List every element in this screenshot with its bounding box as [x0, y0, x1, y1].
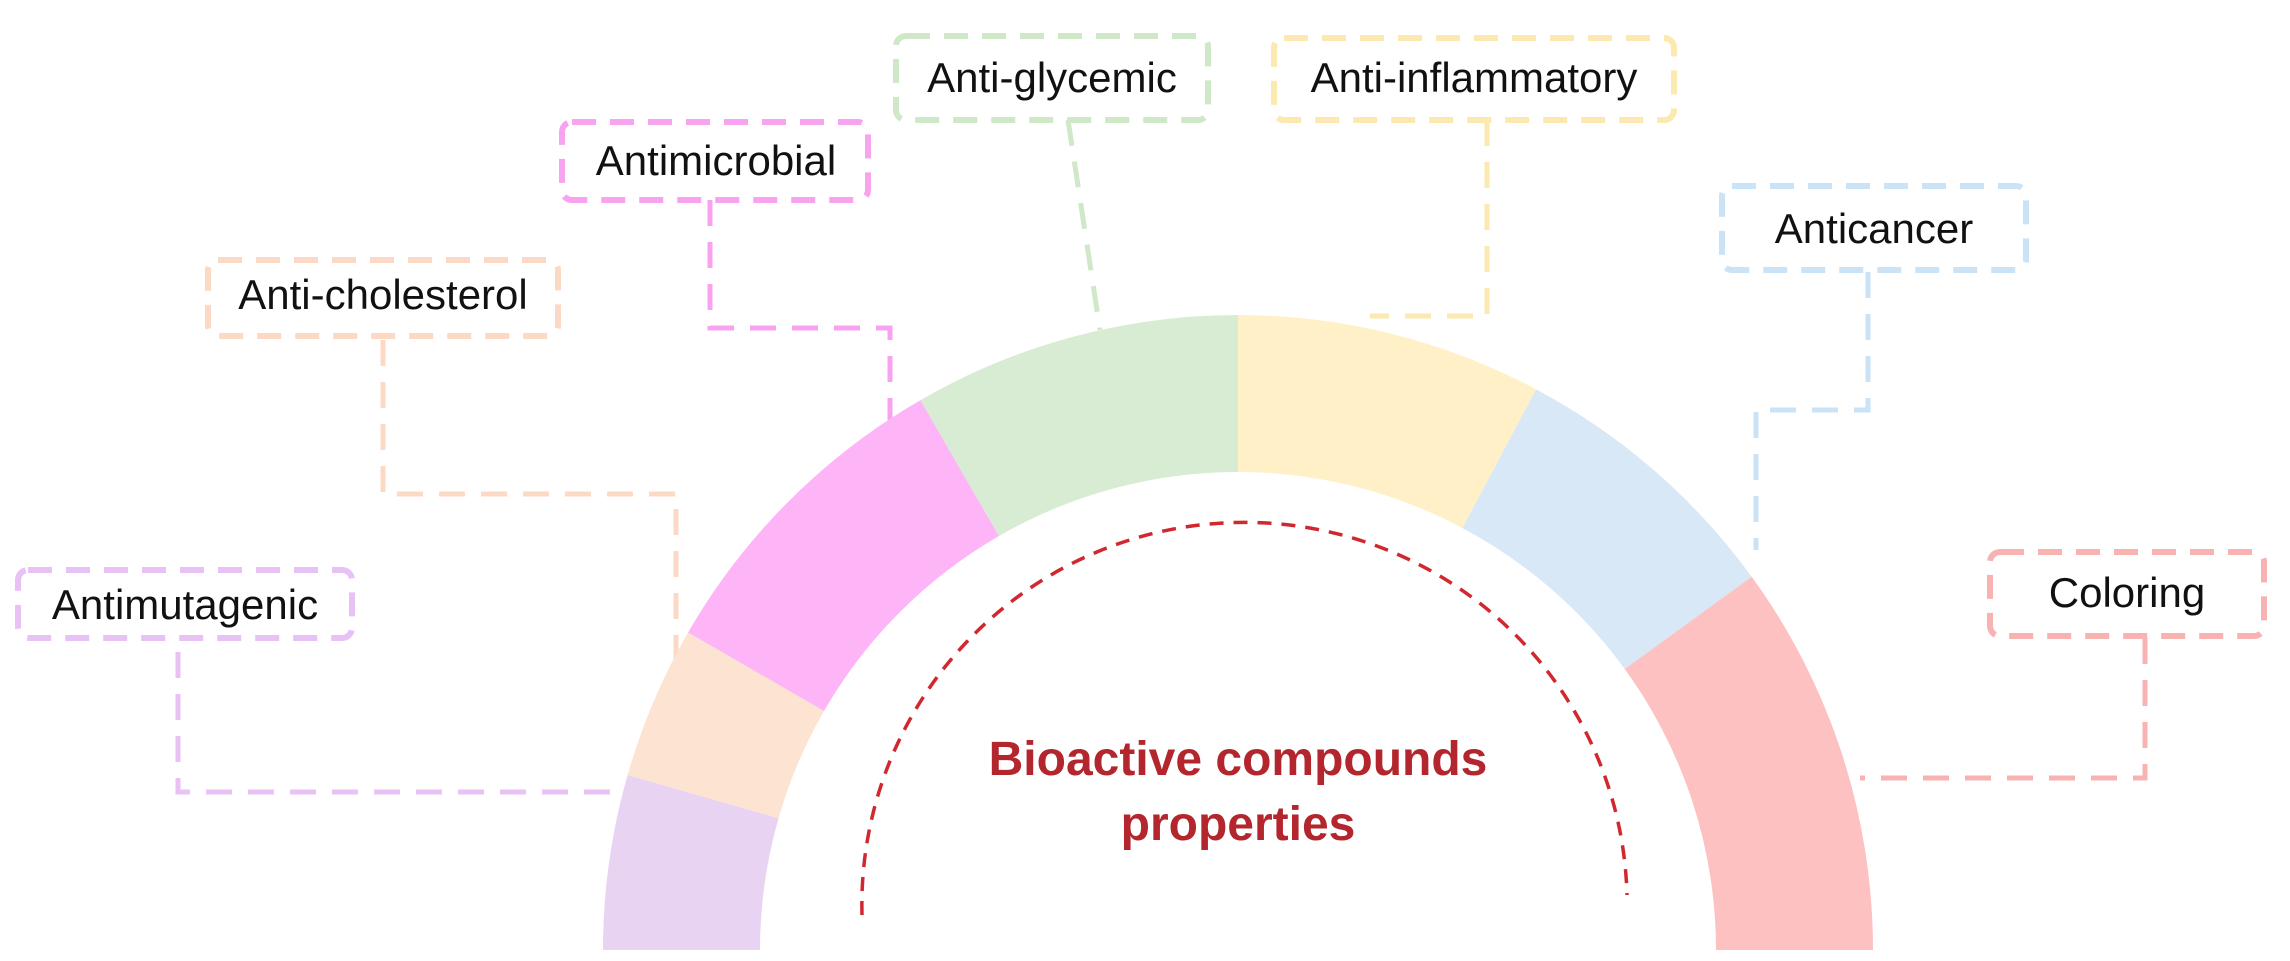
property-labels: Antimutagenic Anti-cholesterol Antimicro…: [15, 33, 2267, 641]
center-title-line2: properties: [1121, 798, 1356, 851]
connector-coloring: [1860, 638, 2148, 781]
connector-antimutagenic: [175, 652, 615, 795]
label-text-antimutagenic: Antimutagenic: [52, 581, 318, 628]
label-text-coloring: Coloring: [2049, 569, 2205, 616]
arc-segment-anticancer: [1462, 389, 1752, 670]
connector-anti-glycemic: [1065, 119, 1103, 331]
connector-anti-cholesterol: [380, 340, 679, 660]
center-title-line1: Bioactive compounds: [989, 733, 1488, 786]
arc-segment-antimicrobial: [688, 400, 999, 711]
label-box-anti-inflammatory: [1271, 35, 1677, 123]
label-antimicrobial: Antimicrobial: [559, 119, 871, 203]
connector-lines: [175, 119, 2148, 795]
label-box-anti-cholesterol: [205, 257, 561, 339]
label-anti-glycemic: Anti-glycemic: [893, 33, 1211, 123]
label-box-anti-glycemic: [893, 33, 1211, 123]
label-box-antimicrobial: [559, 119, 871, 203]
label-anti-cholesterol: Anti-cholesterol: [205, 257, 561, 339]
label-box-antimutagenic: [15, 567, 355, 641]
connector-antimicrobial: [707, 200, 893, 420]
label-text-antimicrobial: Antimicrobial: [596, 137, 836, 184]
property-arc: [603, 315, 1873, 950]
connector-anti-inflammatory: [1370, 120, 1490, 319]
label-text-anti-glycemic: Anti-glycemic: [927, 54, 1177, 101]
label-text-anti-cholesterol: Anti-cholesterol: [238, 271, 527, 318]
arc-segment-antimutagenic: [603, 774, 779, 950]
label-anticancer: Anticancer: [1719, 183, 2029, 273]
label-box-coloring: [1987, 549, 2267, 639]
arc-segment-coloring: [1624, 576, 1873, 950]
label-coloring: Coloring: [1987, 549, 2267, 639]
label-text-anticancer: Anticancer: [1775, 205, 1973, 252]
label-antimutagenic: Antimutagenic: [15, 567, 355, 641]
label-anti-inflammatory: Anti-inflammatory: [1271, 35, 1677, 123]
connector-anticancer: [1753, 272, 1871, 550]
inner-dashed-arc: [860, 520, 1629, 916]
arc-segment-anti-cholesterol: [627, 632, 825, 819]
arc-segment-anti-glycemic: [920, 315, 1238, 537]
label-text-anti-inflammatory: Anti-inflammatory: [1311, 54, 1638, 101]
arc-segment-anti-inflammatory: [1238, 315, 1537, 528]
